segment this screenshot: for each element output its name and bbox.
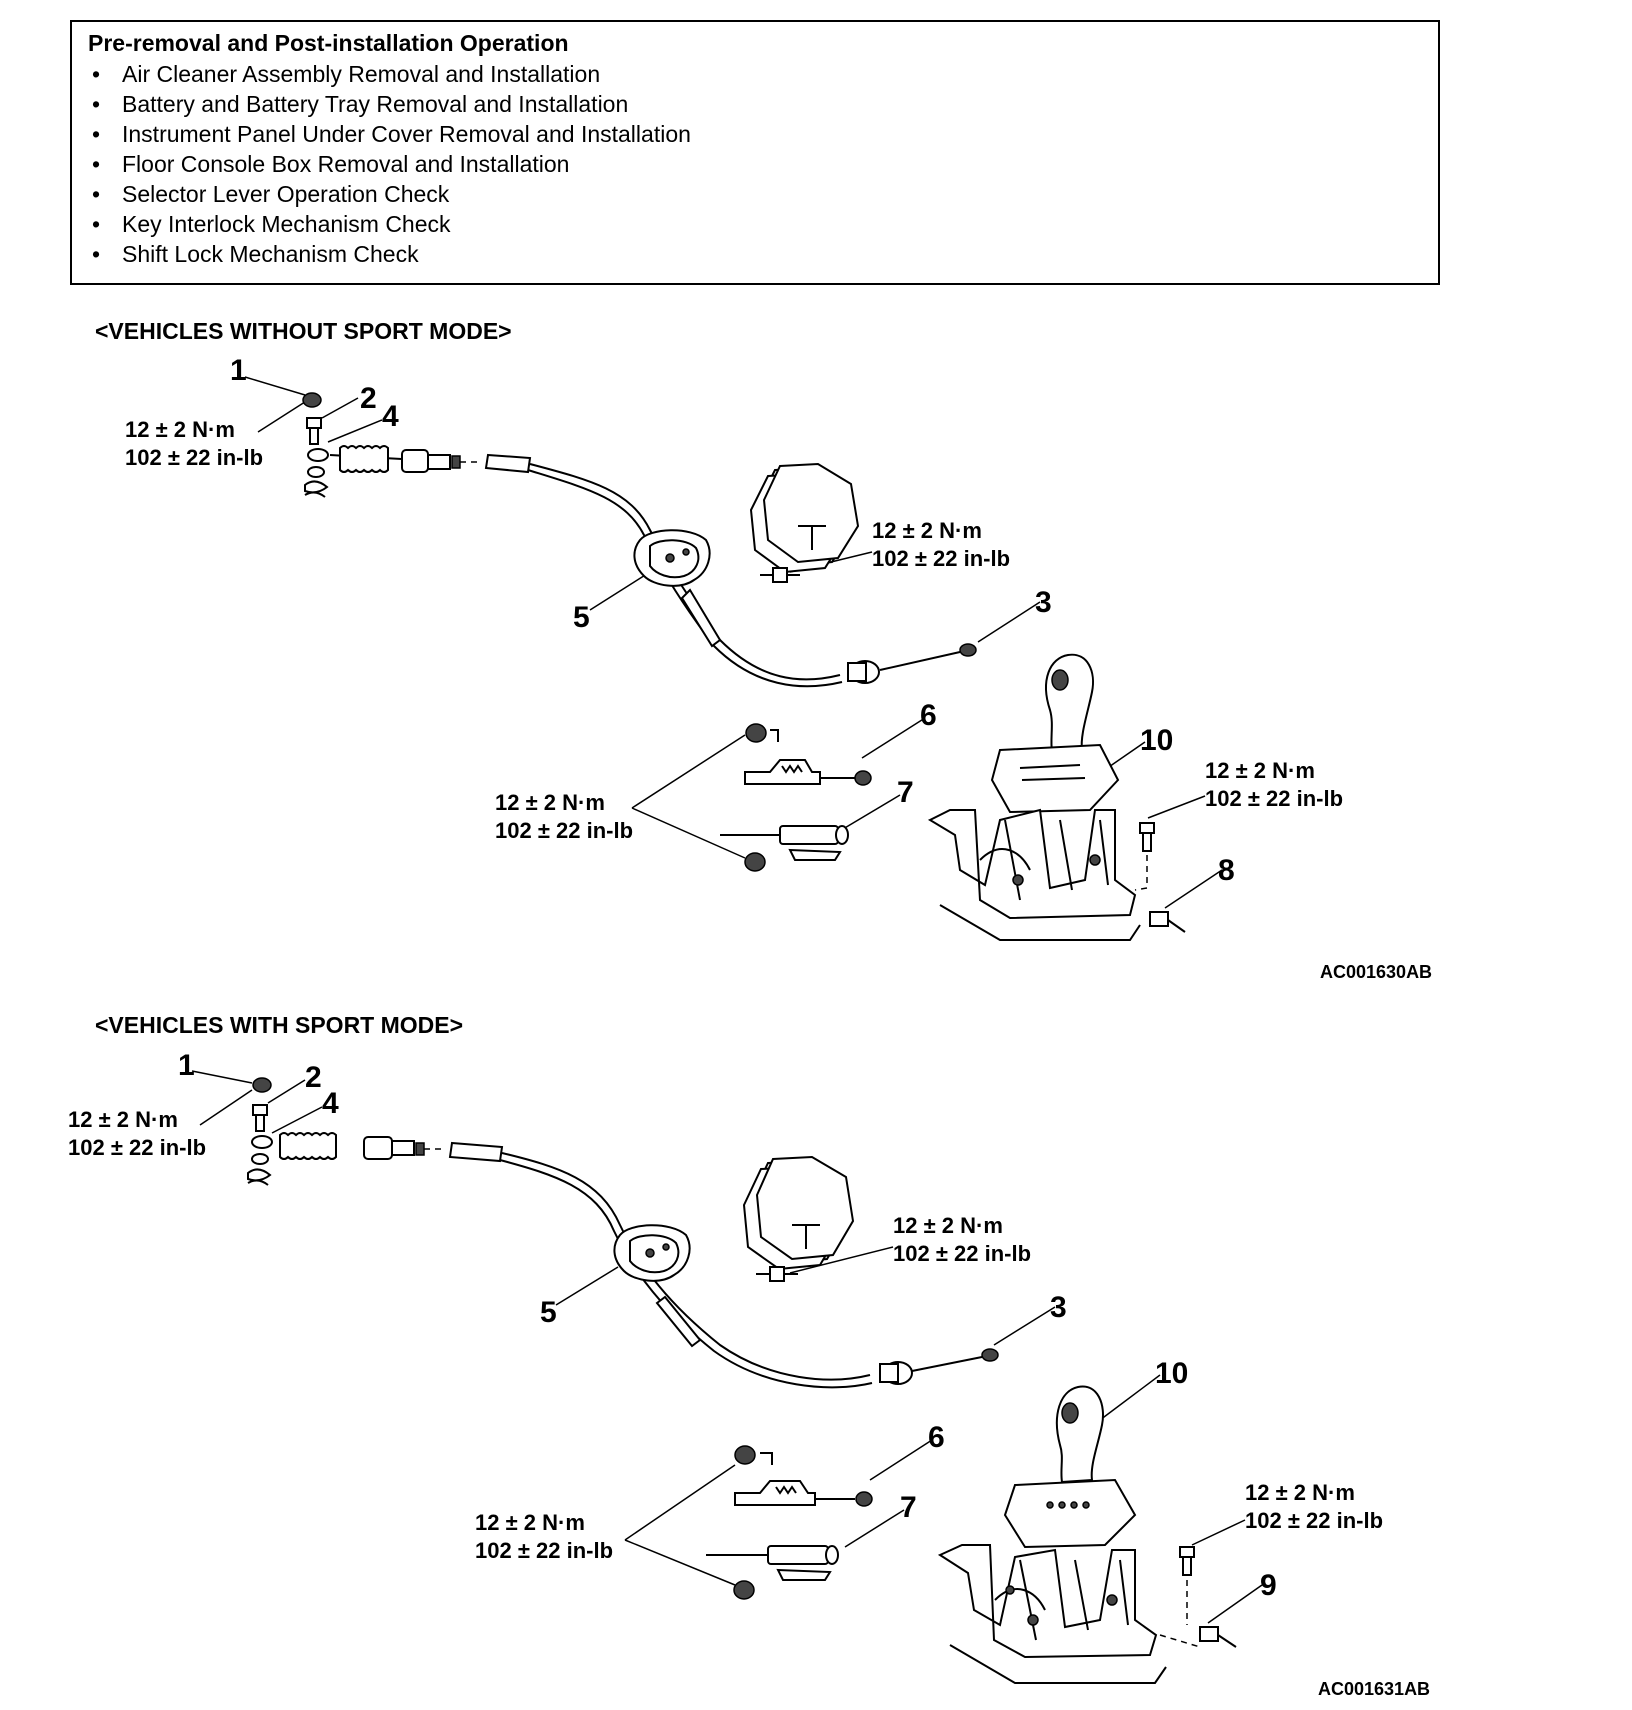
cable-end-boot [279,1132,446,1160]
torque-inlb-1: 102 ± 22 in-lb [125,445,263,470]
washer [307,466,325,478]
torque-inlb-4: 102 ± 22 in-lb [1205,786,1343,811]
selector-lever-assembly-10 [927,653,1141,941]
bolt [1134,822,1155,891]
section-title-with-sport: <VEHICLES WITH SPORT MODE> [95,1012,464,1038]
connector-9 [1199,1626,1237,1648]
operation-item: Air Cleaner Assembly Removal and Install… [92,59,1422,89]
key-interlock-cable-7 [720,825,849,872]
torque-nm-4: 12 ± 2 N·m [1245,1480,1355,1505]
callout-8: 8 [1218,854,1235,887]
torque-nm-4: 12 ± 2 N·m [1205,758,1315,783]
callout-6: 6 [928,1421,945,1454]
cover-plate [742,1155,855,1271]
cable-end-boot [329,445,480,473]
cover-plate [749,462,860,574]
torque-nm-2: 12 ± 2 N·m [893,1213,1003,1238]
shift-lock-cable-6 [734,1445,873,1507]
cable-bracket-5 [613,1224,691,1282]
torque-nm-1: 12 ± 2 N·m [68,1107,178,1132]
figure-code: AC001631AB [1318,1679,1430,1699]
bolt [1159,1546,1201,1648]
torque-inlb-2: 102 ± 22 in-lb [872,546,1010,571]
clip [304,480,329,498]
callout-7: 7 [900,1491,917,1524]
figure-code: AC001630AB [1320,962,1432,982]
transmission-control-cable [448,1141,999,1389]
callout-5: 5 [540,1296,557,1329]
torque-inlb-2: 102 ± 22 in-lb [893,1241,1031,1266]
callout-5: 5 [573,601,590,634]
callout-3: 3 [1035,586,1052,619]
callout-10: 10 [1140,724,1173,757]
torque-inlb-3: 102 ± 22 in-lb [475,1538,613,1563]
operation-item: Floor Console Box Removal and Installati… [92,149,1422,179]
shift-lock-cable-6 [744,723,872,786]
operation-list: Air Cleaner Assembly Removal and Install… [88,59,1422,269]
torque-nm-3: 12 ± 2 N·m [495,790,605,815]
bolt-2 [252,1104,268,1132]
operation-item: Key Interlock Mechanism Check [92,209,1422,239]
bolt [756,1266,798,1282]
callout-1: 1 [178,1049,195,1082]
callout-1: 1 [230,354,247,387]
nut-1 [252,1077,272,1093]
washer [251,1153,269,1165]
pre-post-operation-box: Pre-removal and Post-installation Operat… [70,20,1440,285]
operation-heading: Pre-removal and Post-installation Operat… [88,30,569,56]
operation-item: Battery and Battery Tray Removal and Ins… [92,89,1422,119]
nut-1 [302,392,322,408]
torque-nm-3: 12 ± 2 N·m [475,1510,585,1535]
transmission-control-cable [484,453,977,688]
connector-8 [1149,911,1186,933]
diagram-with-sport-mode: 1 2 4 5 3 6 7 10 9 12 ± 2 N·m 102 ± 22 i… [68,1049,1430,1699]
torque-inlb-4: 102 ± 22 in-lb [1245,1508,1383,1533]
selector-lever-assembly-10 [937,1385,1167,1684]
callout-4: 4 [322,1087,339,1120]
key-interlock-cable-7 [706,1545,839,1600]
callout-2: 2 [360,382,377,415]
callout-7: 7 [897,776,914,809]
bolt [760,567,800,583]
torque-inlb-1: 102 ± 22 in-lb [68,1135,206,1160]
operation-item: Instrument Panel Under Cover Removal and… [92,119,1422,149]
callout-10: 10 [1155,1357,1188,1390]
callout-4: 4 [382,400,399,433]
section-title-without-sport: <VEHICLES WITHOUT SPORT MODE> [95,318,512,344]
torque-nm-2: 12 ± 2 N·m [872,518,982,543]
torque-nm-1: 12 ± 2 N·m [125,417,235,442]
clip [247,1168,272,1186]
bolt-2 [306,417,322,445]
callout-3: 3 [1050,1291,1067,1324]
washer [307,448,329,462]
callout-9: 9 [1260,1569,1277,1602]
diagram-without-sport-mode: 1 2 4 5 3 6 7 10 8 12 ± 2 N·m 102 ± 22 i… [125,354,1432,982]
callout-6: 6 [920,699,937,732]
washer [251,1135,273,1149]
cable-bracket-5 [633,529,711,587]
callout-2: 2 [305,1061,322,1094]
operation-item: Selector Lever Operation Check [92,179,1422,209]
operation-item: Shift Lock Mechanism Check [92,239,1422,269]
torque-inlb-3: 102 ± 22 in-lb [495,818,633,843]
